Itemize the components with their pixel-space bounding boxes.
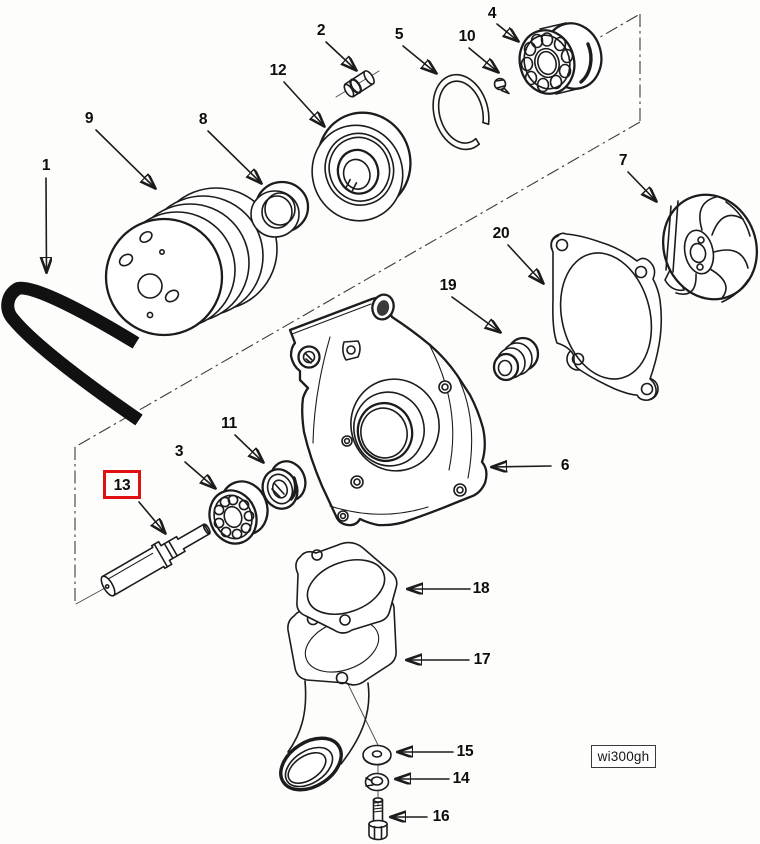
callout-4[interactable]: 4 <box>487 5 497 22</box>
callout-2[interactable]: 2 <box>316 22 326 39</box>
part-7-impeller <box>661 193 759 303</box>
callout-14[interactable]: 14 <box>452 770 470 787</box>
callout-17[interactable]: 17 <box>473 651 491 668</box>
leader-3 <box>184 461 215 488</box>
part-14-lock-washer <box>364 772 390 792</box>
leader-5 <box>402 45 436 73</box>
callout-13[interactable]: 13 <box>113 477 131 494</box>
part-4-bearing <box>518 22 603 95</box>
leader-11 <box>234 434 263 462</box>
part-15-washer <box>362 744 392 766</box>
part-3-bearing <box>208 480 269 545</box>
part-9-pulley <box>104 187 278 337</box>
leader-1 <box>46 177 47 272</box>
drawing-code-box: wi300gh <box>591 745 656 768</box>
leader-19 <box>451 296 500 332</box>
drawing-code-text: wi300gh <box>597 749 650 764</box>
leader-20 <box>507 244 543 283</box>
leader-8 <box>207 130 261 183</box>
callout-7[interactable]: 7 <box>618 152 628 169</box>
callout-1[interactable]: 1 <box>41 157 51 174</box>
callout-12[interactable]: 12 <box>269 62 287 79</box>
part-5-snap-ring <box>432 73 490 151</box>
leader-2 <box>325 41 356 70</box>
part-11-seal <box>261 460 307 510</box>
leader-arrows <box>46 23 656 817</box>
leader-13 <box>138 501 165 533</box>
part-19-plug <box>492 336 540 382</box>
part-18-gasket <box>295 541 398 634</box>
selected-callout-box[interactable] <box>103 470 141 499</box>
leader-7 <box>627 171 656 201</box>
callout-3[interactable]: 3 <box>174 443 184 460</box>
part-20-gasket <box>550 232 663 401</box>
bearing-cage-pockets <box>520 32 574 93</box>
callout-18[interactable]: 18 <box>472 580 490 597</box>
callout-6[interactable]: 6 <box>560 457 570 474</box>
callout-5[interactable]: 5 <box>394 26 404 43</box>
part-10-screw <box>493 77 510 95</box>
leader-6 <box>492 466 552 467</box>
part-13-shaft <box>100 523 211 597</box>
leader-10 <box>468 47 498 72</box>
callout-16[interactable]: 16 <box>432 808 450 825</box>
callout-9[interactable]: 9 <box>84 110 94 127</box>
part-8-spacer <box>250 180 310 238</box>
callout-10[interactable]: 10 <box>458 28 476 45</box>
part-12-bearing-assembly <box>311 111 412 222</box>
callout-8[interactable]: 8 <box>198 111 208 128</box>
callout-20[interactable]: 20 <box>492 225 510 242</box>
part-6-housing <box>288 293 488 527</box>
leader-12 <box>283 81 324 126</box>
leader-9 <box>95 129 155 188</box>
part-16-bolt <box>368 797 388 841</box>
callout-11[interactable]: 11 <box>221 415 237 432</box>
part-2-fitting <box>343 70 375 98</box>
part-1-belt <box>1 281 143 426</box>
leader-4 <box>496 23 518 41</box>
callout-15[interactable]: 15 <box>456 743 474 760</box>
callout-19[interactable]: 19 <box>439 277 457 294</box>
